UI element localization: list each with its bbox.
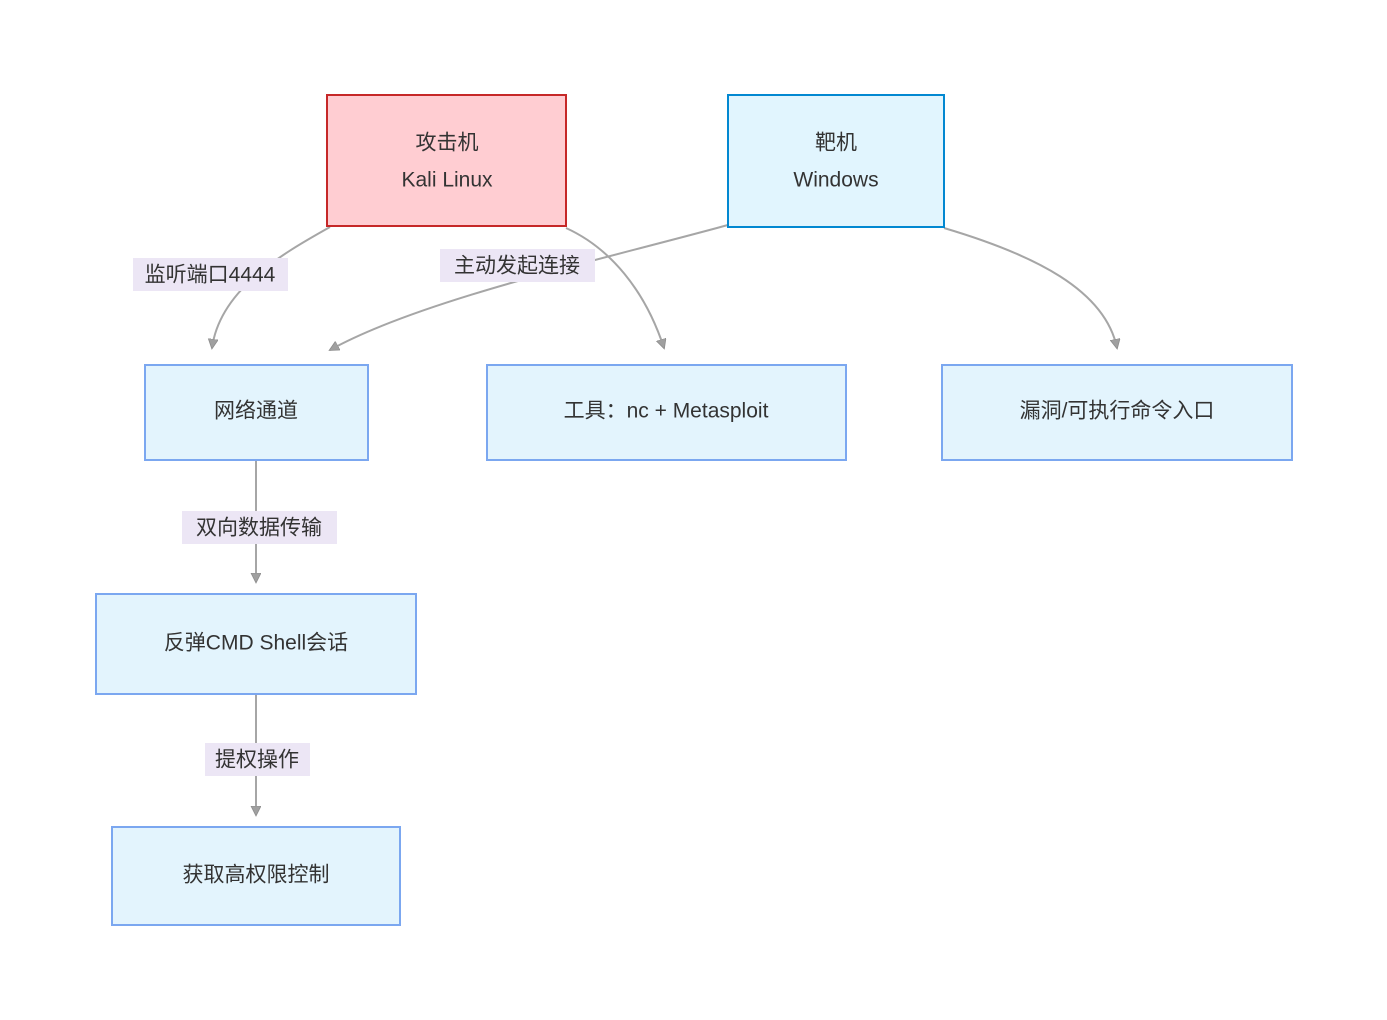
node-privilege[interactable]: 获取高权限控制 xyxy=(111,826,401,926)
edge-label-initiate-connection-text: 主动发起连接 xyxy=(454,255,580,278)
node-entry[interactable]: 漏洞/可执行命令入口 xyxy=(941,364,1293,461)
node-attacker[interactable]: 攻击机 Kali Linux xyxy=(326,94,567,227)
node-shell-box[interactable] xyxy=(95,593,417,695)
node-target-subtitle: Windows xyxy=(793,169,878,192)
edge-attacker-to-tools xyxy=(565,227,664,348)
edge-label-privilege-escalation: 提权操作 xyxy=(205,743,310,776)
edge-label-initiate-connection: 主动发起连接 xyxy=(440,249,595,282)
edge-target-to-entry xyxy=(943,227,1117,348)
node-channel[interactable]: 网络通道 xyxy=(144,364,369,461)
node-channel-box[interactable] xyxy=(144,364,369,461)
edge-labels-layer: 监听端口4444 主动发起连接 双向数据传输 提权操作 xyxy=(133,249,595,776)
edge-label-bidirectional-transfer: 双向数据传输 xyxy=(182,511,337,544)
node-privilege-label: 获取高权限控制 xyxy=(183,864,330,887)
node-tools[interactable]: 工具：nc + Metasploit xyxy=(486,364,847,461)
node-attacker-subtitle: Kali Linux xyxy=(401,169,493,192)
node-target-title: 靶机 xyxy=(815,132,857,155)
edge-label-bidirectional-transfer-text: 双向数据传输 xyxy=(196,517,322,540)
edge-label-listen-port-text: 监听端口4444 xyxy=(145,264,276,287)
node-privilege-box[interactable] xyxy=(111,826,401,926)
node-shell[interactable]: 反弹CMD Shell会话 xyxy=(95,593,417,695)
edge-label-bidirectional-transfer-bg xyxy=(182,511,337,544)
node-shell-label: 反弹CMD Shell会话 xyxy=(164,632,348,655)
edges-layer xyxy=(212,224,1117,815)
node-entry-box[interactable] xyxy=(941,364,1293,461)
edge-label-privilege-escalation-bg xyxy=(205,743,310,776)
node-attacker-box[interactable] xyxy=(326,94,567,227)
node-target-box[interactable] xyxy=(727,94,945,228)
node-channel-label: 网络通道 xyxy=(214,400,298,423)
edge-label-privilege-escalation-text: 提权操作 xyxy=(215,749,299,772)
edge-label-initiate-connection-bg xyxy=(440,249,595,282)
node-tools-box[interactable] xyxy=(486,364,847,461)
nodes-layer: 攻击机 Kali Linux 靶机 Windows 网络通道 工具：nc + M… xyxy=(95,94,1293,926)
node-tools-label: 工具：nc + Metasploit xyxy=(564,400,769,423)
edge-target-to-channel xyxy=(330,224,729,350)
edge-label-listen-port-bg xyxy=(133,258,288,291)
edge-label-listen-port: 监听端口4444 xyxy=(133,258,288,291)
node-entry-label: 漏洞/可执行命令入口 xyxy=(1020,400,1215,423)
node-target[interactable]: 靶机 Windows xyxy=(727,94,945,228)
node-attacker-title: 攻击机 xyxy=(416,132,479,155)
